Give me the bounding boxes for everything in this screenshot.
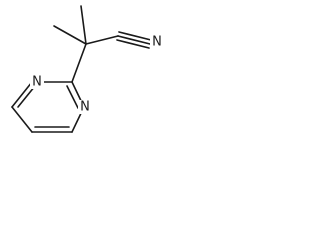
bond-methyl-left: [53, 25, 87, 45]
bond-c-pyrimidine: [71, 43, 87, 83]
bond-c-cn: [85, 35, 119, 45]
bond-c6-n1: [11, 81, 33, 108]
atom-label-nitrile-n: N: [152, 35, 162, 50]
bond-c6-n1-inner: [17, 85, 36, 108]
bond-c5-c6: [11, 106, 33, 133]
atom-label-ring-n1: N: [32, 75, 42, 90]
bond-nitrile-triple-b: [118, 31, 152, 41]
molecule-structure-diagram: N N N: [11, 5, 164, 133]
atom-label-ring-n3: N: [80, 100, 90, 115]
bond-methyl-top: [80, 5, 87, 45]
bond-c2-n3-inner: [66, 85, 79, 109]
bond-nitrile-triple-c: [116, 39, 150, 49]
bond-nitrile-triple-a: [117, 35, 151, 45]
